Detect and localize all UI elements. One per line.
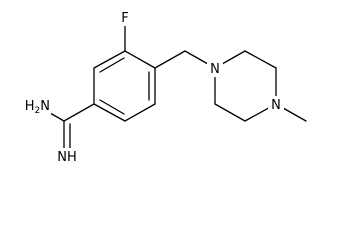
benzene-ring (93, 50, 156, 122)
bond-c1-amidine-carbon (63, 103, 95, 122)
amine-label-bg (23, 97, 51, 114)
bond-amidine-carbon-amine (49, 112, 65, 122)
ring-bond-c2-c3-inner (99, 57, 125, 73)
piperazine-ring (214, 50, 277, 122)
molecule-structure: F N N H2N NH (23, 9, 307, 165)
piperazine-n1-atom: N (207, 60, 223, 77)
imine-label: NH (57, 150, 77, 165)
amidine-group (49, 103, 95, 149)
ring-bond-c6-c1-inner (99, 99, 125, 115)
piperazine-bond-c2-c3 (244, 50, 277, 69)
piperazine-n4-label-bg (268, 96, 284, 113)
ring-bond-c5-c6 (124, 103, 156, 122)
amine-label: H2N (25, 99, 50, 116)
bond-c4-methylene (154, 50, 186, 69)
fluorine-atom: F (118, 9, 132, 26)
piperazine-n1-label-bg (207, 60, 223, 77)
piperazine-n4-label: N (271, 98, 281, 113)
fluorine-label: F (121, 11, 128, 26)
piperazine-bond-c5-c6 (214, 103, 246, 122)
ring-bond-c3-c4 (124, 50, 156, 69)
amine-atom: H2N (23, 97, 51, 116)
imine-label-bg (53, 148, 81, 165)
ring-bond-c2-c3 (93, 50, 126, 69)
imine-atom: NH (53, 148, 81, 165)
piperazine-n4-atom: N (268, 96, 284, 113)
fluorine-label-bg (118, 9, 132, 26)
ring-bond-c6-c1 (93, 103, 126, 122)
piperazine-n1-label: N (210, 62, 220, 77)
